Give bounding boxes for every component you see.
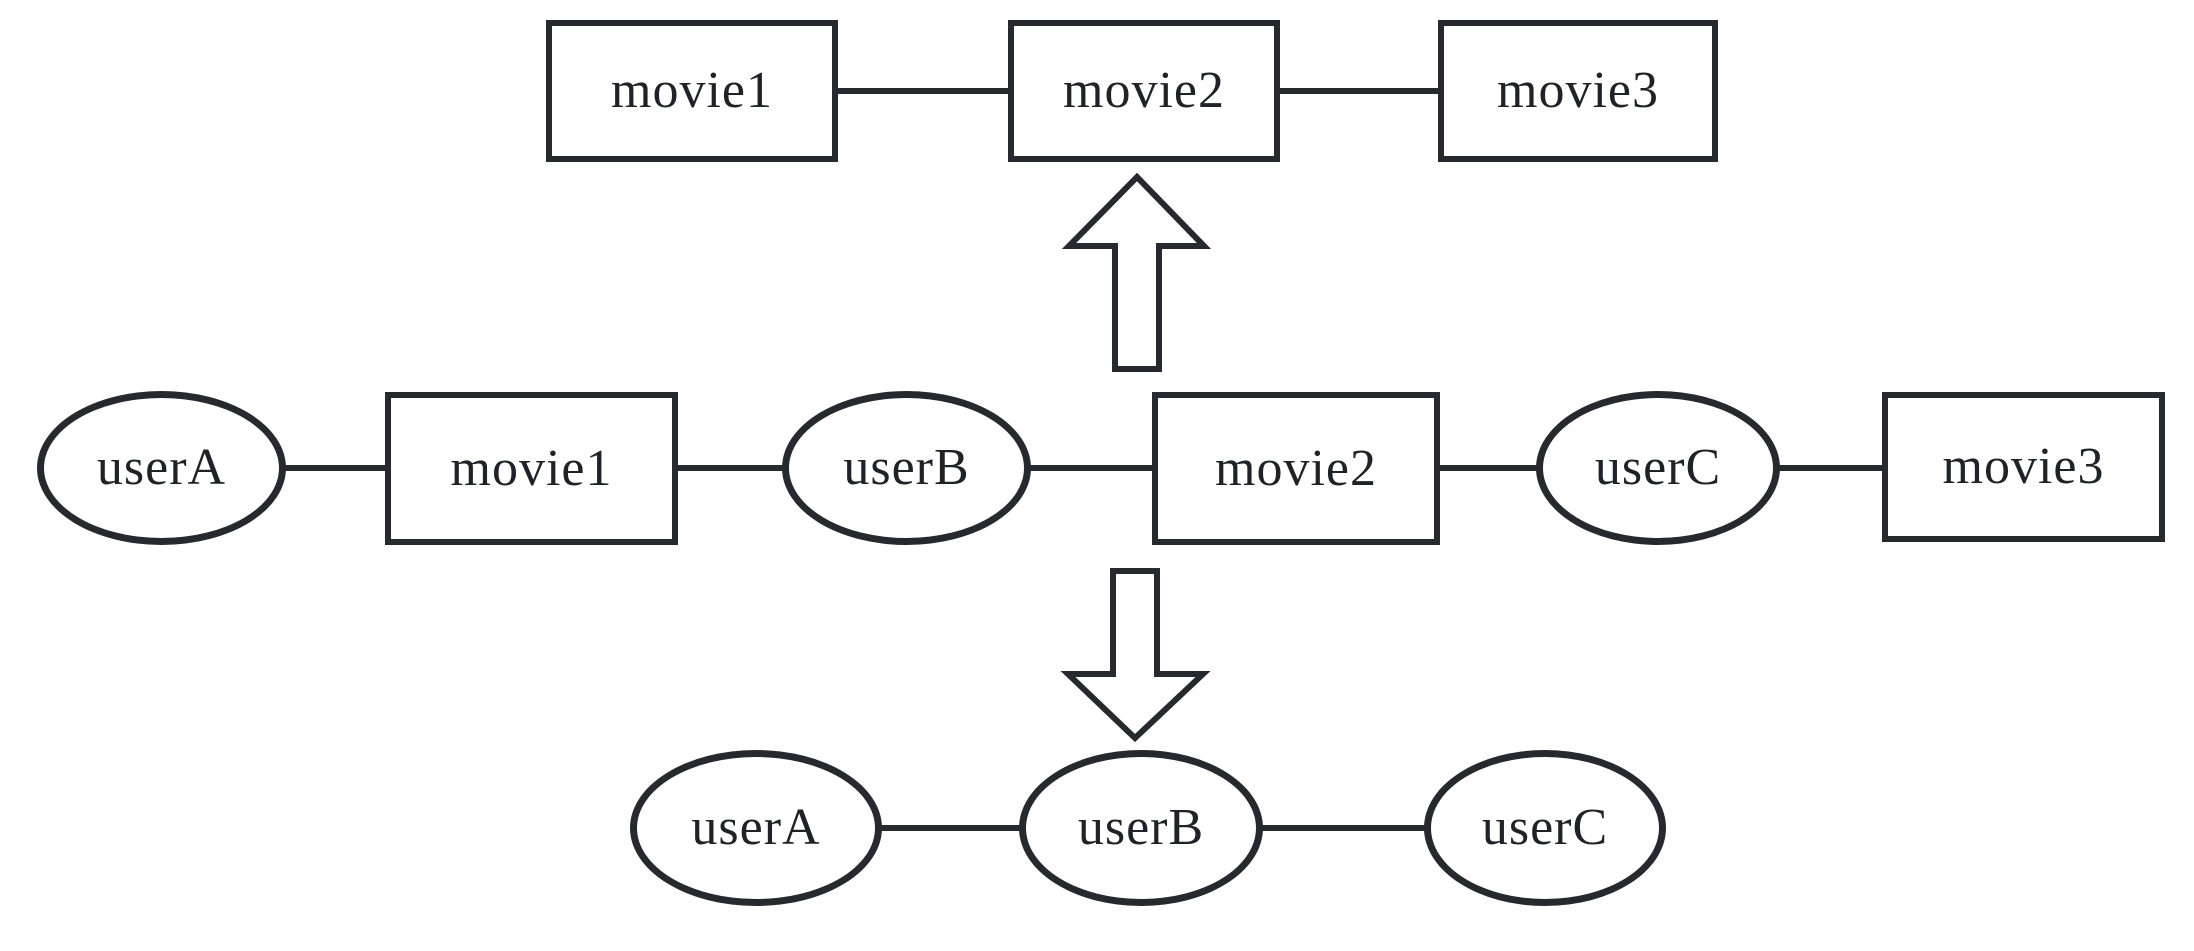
edge-bottom-userB-userC xyxy=(1261,825,1427,831)
arrow-up-outline-icon xyxy=(1061,172,1212,372)
edge-mid-movie2-userC xyxy=(1438,465,1539,471)
edge-mid-userB-movie2 xyxy=(1029,465,1155,471)
edge-mid-userC-movie3 xyxy=(1778,465,1885,471)
node-label: movie2 xyxy=(1063,62,1225,119)
mid-userB-node: userB xyxy=(782,391,1031,545)
top-movie3-node: movie3 xyxy=(1438,20,1718,162)
arrow-down-outline-icon xyxy=(1060,568,1211,743)
node-label: movie1 xyxy=(611,62,773,119)
node-label: movie2 xyxy=(1215,439,1377,497)
node-label: movie1 xyxy=(450,439,613,497)
node-label: movie3 xyxy=(1942,438,2105,495)
node-label: movie3 xyxy=(1497,62,1659,119)
mid-movie2-node: movie2 xyxy=(1152,392,1440,545)
node-label: userA xyxy=(96,439,227,496)
bottom-userB-node: userB xyxy=(1019,750,1263,906)
edge-bottom-userA-userB xyxy=(880,825,1022,831)
edge-top-movie1-movie2 xyxy=(836,88,1012,94)
node-label: userA xyxy=(691,799,821,856)
edge-mid-movie1-userB xyxy=(676,465,786,471)
node-label: userB xyxy=(1077,799,1205,856)
mid-userC-node: userC xyxy=(1536,391,1780,545)
node-label: userC xyxy=(1594,439,1722,496)
edge-top-movie2-movie3 xyxy=(1278,88,1442,94)
top-movie2-node: movie2 xyxy=(1008,20,1280,162)
bottom-userA-node: userA xyxy=(630,750,882,906)
mid-movie1-node: movie1 xyxy=(385,392,678,545)
node-label: userB xyxy=(843,439,970,496)
node-label: userC xyxy=(1481,799,1609,856)
top-movie1-node: movie1 xyxy=(546,20,838,162)
edge-mid-userA-movie1 xyxy=(284,465,388,471)
mid-userA-node: userA xyxy=(37,391,286,545)
bottom-userC-node: userC xyxy=(1424,750,1666,906)
mid-movie3-node: movie3 xyxy=(1882,392,2165,542)
